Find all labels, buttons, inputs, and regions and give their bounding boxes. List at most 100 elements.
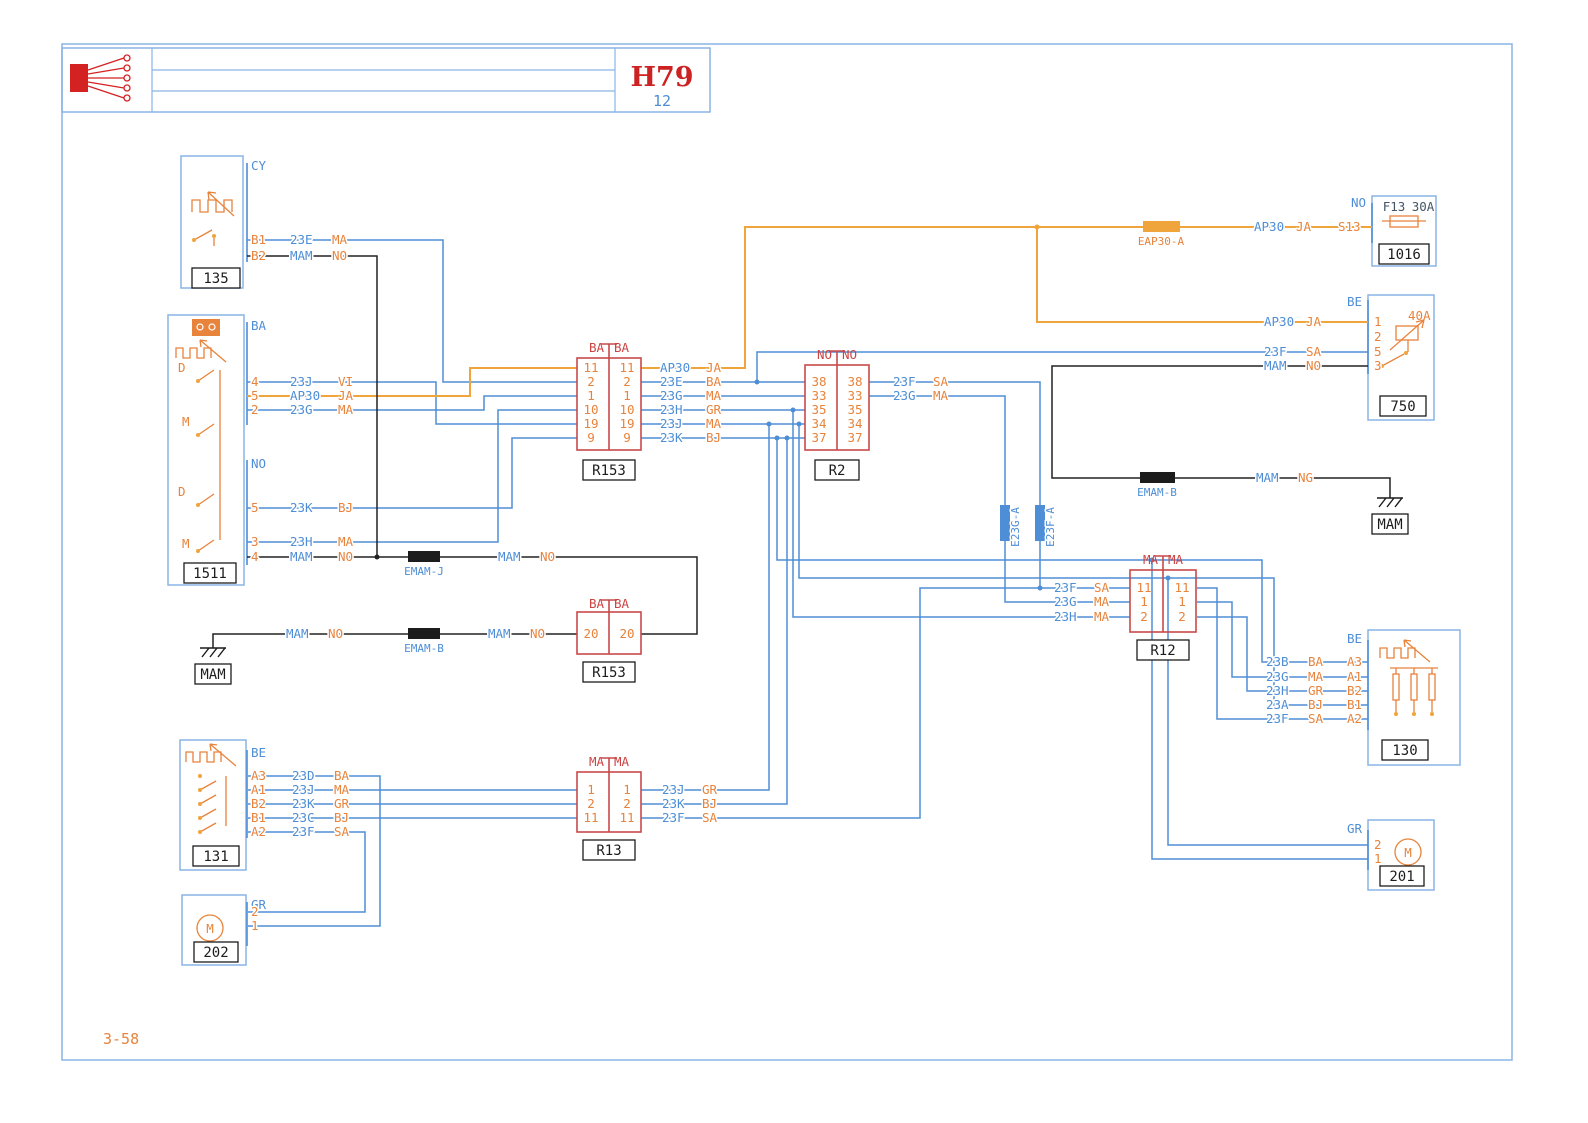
wire-name: 23G [660,388,683,403]
component-750-id-box [1379,395,1427,417]
ground-icon [1376,497,1404,508]
wire-mam-ground-right [1175,477,1391,498]
wire-color: JA [1296,219,1312,234]
wire-color: NO [530,626,545,641]
connector-id: R153 [592,463,626,479]
wire-color: MA [334,782,350,797]
page-reference: 3-58 [103,1030,139,1048]
pin-number: 33 [811,388,826,403]
pin-label: B2 [251,248,266,263]
component-id: 135 [203,271,228,287]
wire-name: 23K [660,430,683,445]
pin-number: 2 [587,374,595,389]
component-1016-id-box [1378,243,1430,265]
wire-color: NO [332,248,347,263]
pin-number: 11 [1136,580,1151,595]
wire-color: BJ [338,500,353,515]
pin-number: 1 [1140,594,1148,609]
wire-mam-ground-left [212,633,408,648]
pin-label: 3 [251,534,259,549]
component-id: 201 [1389,869,1414,885]
component-id: 750 [1390,399,1415,415]
cassette-reel [196,323,204,331]
wire-color: NO [338,549,353,564]
wire-131-202-b [248,831,366,913]
pin-label: 5 [251,388,259,403]
pin-label: 2 [1374,837,1382,852]
wire-name: AP30 [660,360,690,375]
connector-center-line [829,350,845,450]
splice-eap30-a [1143,221,1180,232]
wire-name: AP30 [1254,219,1284,234]
relay-contact-icon [1381,319,1425,367]
wire-color: GR [702,782,718,797]
pin-number: 35 [811,402,826,417]
pin-number: 37 [811,430,826,445]
wire-color: GR [706,402,722,417]
wire-name: 23F [662,810,685,825]
wire-name: 23D [292,768,315,783]
pin-number: 11 [583,360,598,375]
splice-e23g-a [1000,505,1010,541]
connector-r12-id-box [1136,639,1190,661]
pin-number: 11 [619,360,634,375]
wire-color: MA [1094,594,1110,609]
wire-name: 23F [1054,580,1077,595]
wire-color: SA [1306,344,1322,359]
connector-r153a-id-box [582,459,636,481]
wire-color: SA [334,824,350,839]
heater-icon [175,339,227,363]
wire-mam-r153b-right [440,556,698,635]
ground-left [194,647,232,685]
wire-name: MAM [498,549,521,564]
pin-label: A3 [251,768,266,783]
component-202-box [181,894,247,966]
resistor-pack-icon [1390,667,1438,716]
pin-number: 33 [847,388,862,403]
wire-name: 23B [1266,654,1289,669]
component-1511-box [167,314,245,586]
wire-color: JA [1306,314,1322,329]
wire-color: BJ [1308,697,1323,712]
pin-number: 38 [811,374,826,389]
pin-label: 5 [251,500,259,515]
connector-column-label: MA [1168,552,1184,567]
wire-name: MAM [286,626,309,641]
component-202-id-box [193,941,239,963]
switch-icon [193,229,215,246]
pin-number: 9 [623,430,631,445]
connector-center-line [1155,555,1171,632]
ground-left-box [194,663,232,685]
pin-label: B1 [251,810,266,825]
wire-23g-a [247,395,577,411]
pin-number: 35 [847,402,862,417]
wire-name: 23H [1054,609,1077,624]
wire-name: 23J [290,374,313,389]
component-id: 131 [203,849,228,865]
connector-id: R12 [1150,643,1175,659]
pin-number: 1 [1178,594,1186,609]
pin-number: 11 [583,810,598,825]
pin-label: 3 [1374,358,1382,373]
wire-color: MA [706,388,722,403]
c201-pins: 21 [1373,836,1384,868]
junction [1037,585,1043,591]
connector-column-label: NO [817,347,832,362]
component-135-id-box [191,267,241,289]
wire-23f-splice [869,381,1130,589]
wire-name: 23G [1266,669,1289,684]
connector-r12 [1129,555,1197,661]
relay-coil-icon [1395,325,1419,341]
wire-color: JA [338,388,354,403]
connector-center-line [601,599,617,654]
